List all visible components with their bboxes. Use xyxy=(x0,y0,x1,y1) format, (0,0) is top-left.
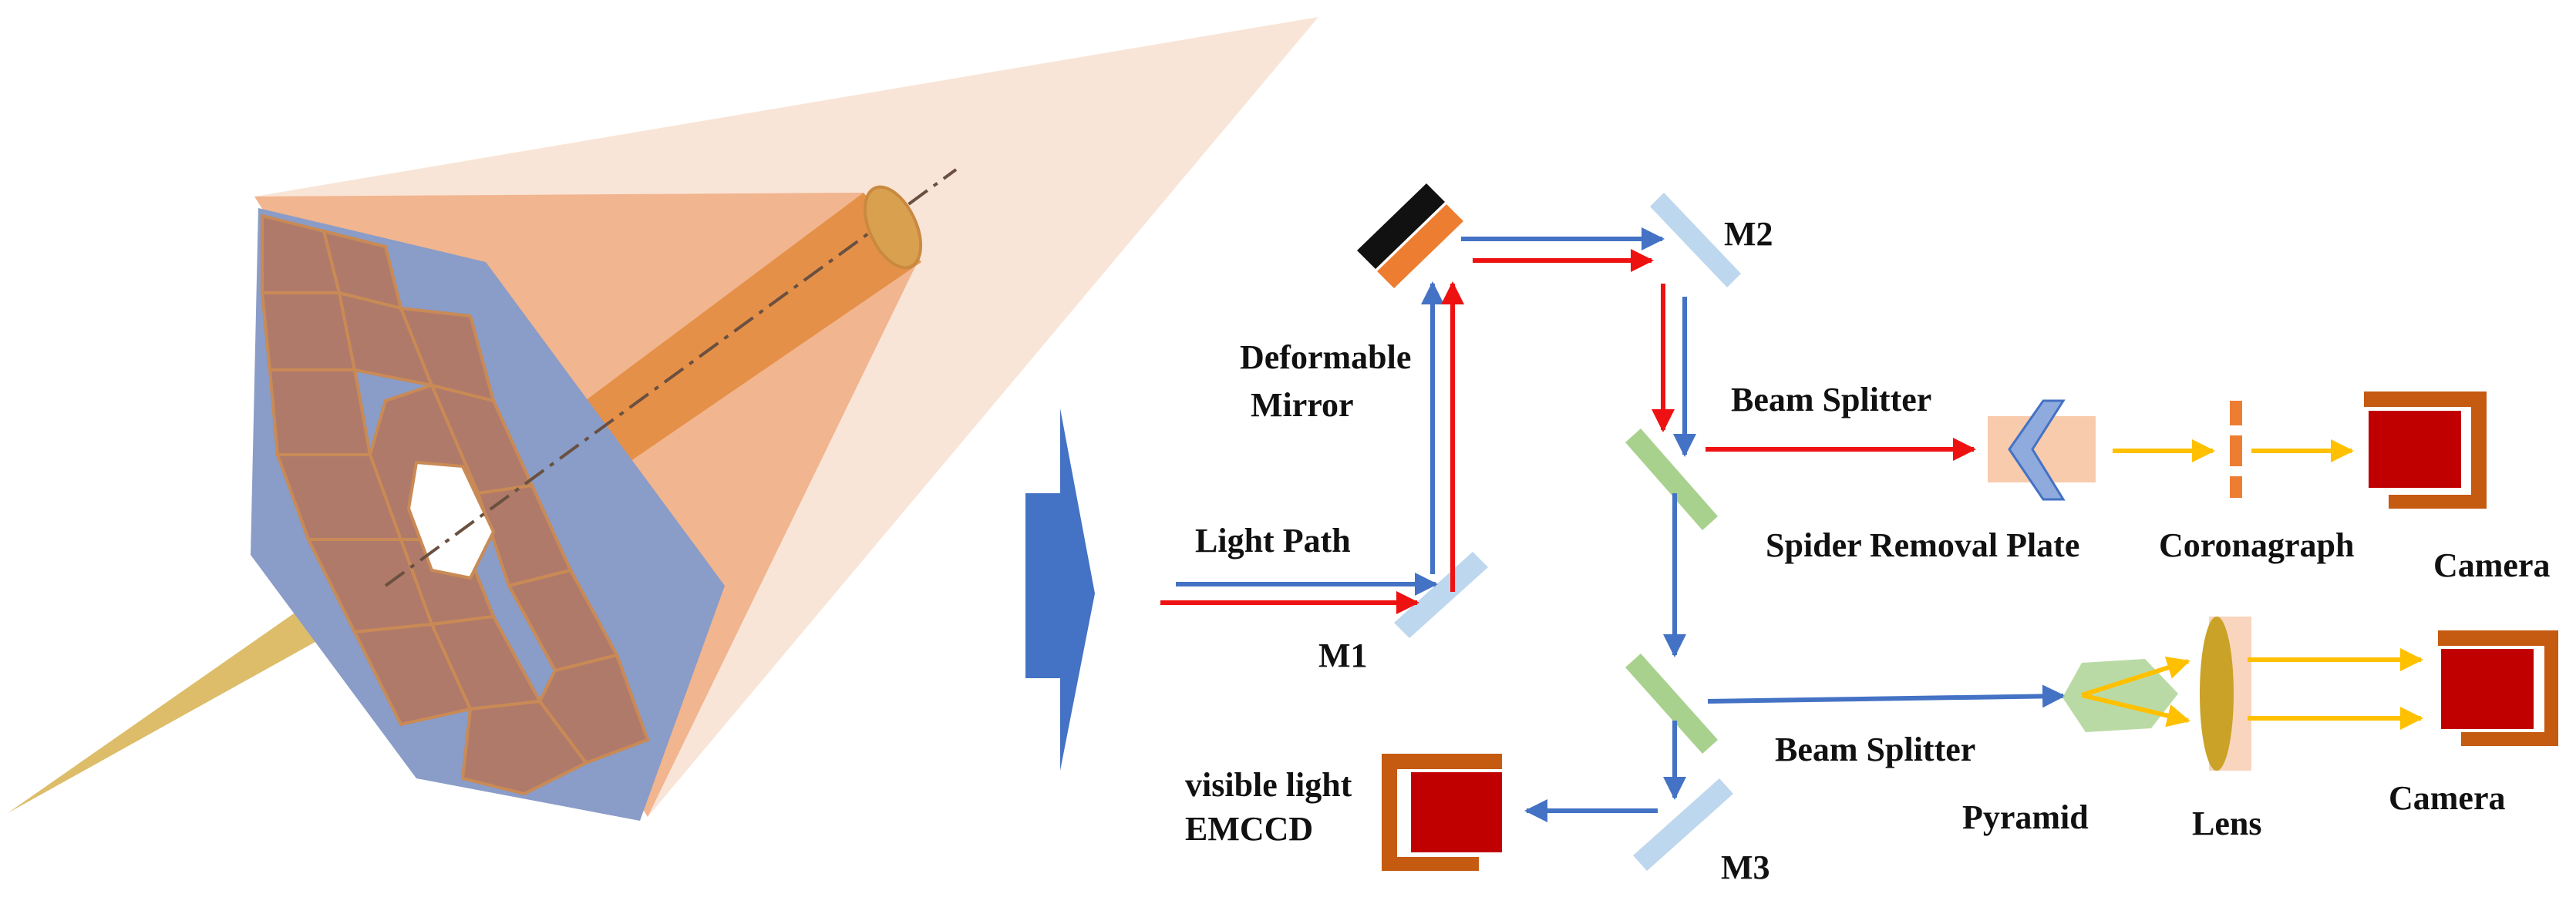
m2-label: M2 xyxy=(1724,215,1773,253)
beam-splitter-bottom-label: Beam Splitter xyxy=(1775,731,1975,768)
primary-mirror-segments xyxy=(260,213,650,796)
mirror-m1 xyxy=(1394,552,1488,638)
central-hole xyxy=(406,460,496,580)
m3-label: M3 xyxy=(1721,849,1770,886)
spider-removal-plate-icon xyxy=(1988,399,2096,501)
mirror-m2 xyxy=(1650,193,1741,287)
beam-splitter-bottom xyxy=(1625,654,1718,754)
mirror-segment xyxy=(460,699,589,796)
mirror-m3 xyxy=(1633,778,1733,871)
pyramid-label: Pyramid xyxy=(1962,798,2089,836)
mirror-segment xyxy=(268,368,372,456)
camera-bottom-label: Camera xyxy=(2389,779,2506,817)
lens-icon xyxy=(2200,617,2251,771)
secondary-mirror xyxy=(863,185,923,270)
deformable-mirror-icon xyxy=(1357,183,1463,288)
deformable-mirror-label-line1: Deformable xyxy=(1240,338,1411,376)
camera-top-label: Camera xyxy=(2433,546,2551,584)
telescope-illustration xyxy=(8,17,1318,821)
coronagraph-mask-icon xyxy=(2230,401,2242,498)
beam-splitter-top xyxy=(1625,428,1718,530)
pyramid-prism-icon xyxy=(2062,659,2178,732)
beam-splitter-top-label: Beam Splitter xyxy=(1731,381,1931,418)
beam-yellow-pyramid-to-lens-1 xyxy=(2081,656,2190,697)
camera-icon xyxy=(2438,630,2558,746)
emccd-label-line2: EMCCD xyxy=(1185,810,1313,848)
beam-yellow-pyramid-to-lens-2 xyxy=(2081,693,2190,728)
optical-axis xyxy=(384,168,958,587)
m1-label: M1 xyxy=(1318,637,1368,674)
light-path-label: Light Path xyxy=(1195,522,1351,560)
camera-icon xyxy=(1382,754,1502,871)
deformable-mirror-label-line2: Mirror xyxy=(1251,386,1354,424)
lens-label: Lens xyxy=(2192,805,2261,842)
coronagraph-label: Coronagraph xyxy=(2159,526,2354,564)
emccd-label-line1: visible light xyxy=(1185,766,1352,804)
spider-removal-plate-label: Spider Removal Plate xyxy=(1766,526,2079,564)
beam-blue-bs2-to-pyramid xyxy=(1707,684,2066,708)
transition-arrow-icon xyxy=(1025,408,1095,771)
camera-icon xyxy=(2364,392,2487,509)
optical-bench: Deformable Mirror M2 M1 M3 Light Path Be… xyxy=(1160,183,2558,886)
